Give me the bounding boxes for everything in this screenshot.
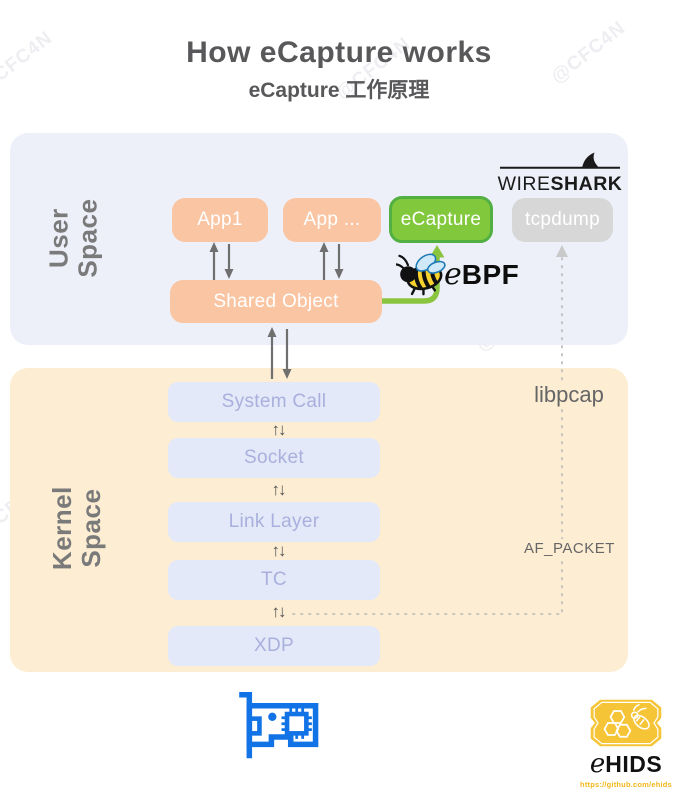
page-title: How eCapture works [186, 36, 492, 69]
ehids-e-text: e [589, 749, 606, 779]
app1-box: App1 [172, 198, 268, 242]
tcpdump-label: tcpdump [525, 209, 600, 230]
user-space-label-line2: Space [72, 198, 103, 278]
system-call-label: System Call [221, 391, 327, 412]
ehids-logo: eHIDS https://github.com/ehids [580, 698, 672, 789]
tc-label: TC [261, 569, 287, 590]
libpcap-label: libpcap [518, 381, 620, 409]
ehids-bee-badge-icon [590, 699, 662, 747]
wireshark-wordmark: WIRESHARK [497, 173, 623, 195]
page-subtitle: eCapture 工作原理 [248, 79, 430, 102]
tcpdump-box: tcpdump [512, 198, 613, 242]
af-packet-label: AF_PACKET [520, 539, 618, 558]
tc-box: TC [168, 560, 380, 600]
user-space-label-line1: User [43, 208, 74, 268]
user-space-label: User Space [14, 188, 134, 288]
ecapture-label: eCapture [400, 208, 482, 230]
ehids-wordmark: eHIDS [580, 749, 672, 779]
up-down-arrow-icon: ↑↓ [271, 602, 287, 621]
wireshark-logo: WIRESHARK [497, 152, 623, 195]
socket-label: Socket [244, 447, 304, 468]
kernel-space-label-line1: Kernel [46, 486, 77, 570]
ehids-url: https://github.com/ehids [580, 780, 672, 789]
app-more-label: App ... [303, 209, 361, 230]
socket-box: Socket [168, 438, 380, 478]
kernel-space-label: Kernel Space [12, 472, 142, 584]
ecapture-box: eCapture [389, 196, 493, 243]
honeycomb-shape [603, 710, 632, 738]
ebpf-bpf-text: BPF [461, 258, 520, 290]
link-layer-box: Link Layer [168, 502, 380, 542]
up-down-arrow-icon: ↑↓ [271, 480, 287, 499]
ebpf-wordmark: eBPF [444, 257, 519, 292]
shark-fin-icon [500, 152, 620, 169]
link-layer-label: Link Layer [228, 511, 320, 532]
kernel-space-label-line2: Space [75, 488, 106, 568]
ebpf-logo: eBPF [396, 250, 519, 298]
ebpf-bee-icon [396, 253, 446, 296]
ehids-hids-text: HIDS [605, 751, 663, 777]
shared-object-label: Shared Object [213, 290, 339, 312]
network-interface-card-icon [239, 691, 319, 759]
xdp-label: XDP [254, 635, 294, 656]
app1-label: App1 [197, 209, 243, 230]
up-down-arrow-icon: ↑↓ [271, 541, 287, 560]
wireshark-wire-text: WIRE [497, 173, 551, 195]
xdp-box: XDP [168, 626, 380, 666]
shared-object-box: Shared Object [170, 280, 382, 323]
system-call-box: System Call [168, 382, 380, 422]
badge-bee-shape [630, 704, 650, 730]
wireshark-shark-text: SHARK [550, 173, 623, 195]
ebpf-e-text: e [444, 256, 462, 292]
up-down-arrow-icon: ↑↓ [271, 420, 287, 439]
app-more-box: App ... [283, 198, 381, 242]
